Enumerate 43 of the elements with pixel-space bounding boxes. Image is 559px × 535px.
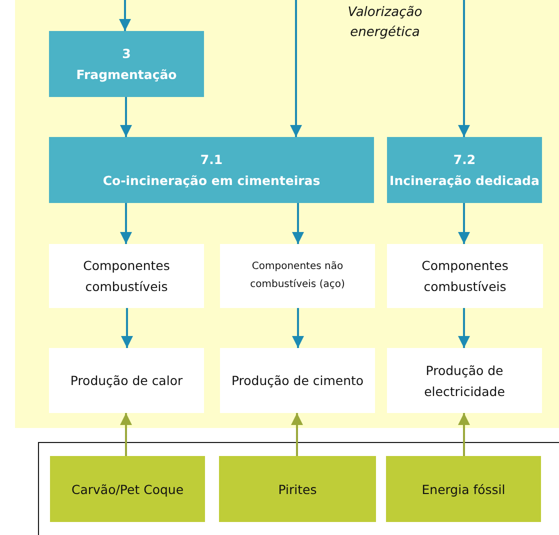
arrow (291, 413, 303, 456)
box-label: Componentes combustíveis (420, 257, 510, 296)
process-box (387, 137, 542, 203)
step-number: 7.1 (200, 151, 223, 169)
arrow (119, 0, 131, 31)
output-box (220, 244, 375, 308)
box-label: Incineração dedicada (390, 172, 540, 190)
input-frame (38, 442, 559, 535)
arrow (120, 203, 132, 244)
section-title: Valorização energética (346, 4, 424, 42)
box-label: Produção de electricidade (423, 362, 506, 400)
arrow (292, 203, 304, 244)
box-label: Produção de cimento (231, 372, 364, 390)
box-label: Carvão/Pet Coque (71, 480, 184, 499)
output-box (49, 244, 204, 308)
input-box (219, 456, 376, 522)
output-box (387, 244, 543, 308)
arrow (121, 308, 133, 348)
input-box (386, 456, 541, 522)
arrow (458, 308, 470, 348)
arrow (120, 413, 132, 456)
arrow (292, 308, 304, 348)
arrow (458, 413, 470, 456)
box-label: Pirites (278, 480, 317, 498)
product-box (220, 348, 375, 413)
product-box (49, 348, 204, 413)
arrow (458, 0, 470, 137)
box-label: Energia fóssil (422, 480, 506, 499)
step-number: 7.2 (453, 151, 476, 169)
step-number: 3 (122, 45, 131, 63)
process-box (49, 31, 204, 97)
arrow (120, 97, 132, 137)
arrow (290, 0, 302, 137)
box-label: Componentes combustíveis (82, 257, 171, 296)
box-label: Co-incineração em cimenteiras (102, 172, 320, 190)
box-label: Componentes não combustíveis (aço) (249, 260, 346, 292)
box-label: Fragmentação (76, 66, 177, 84)
process-box (49, 137, 374, 203)
input-box (50, 456, 205, 522)
product-box (387, 348, 542, 413)
box-label: Produção de calor (70, 372, 183, 390)
arrow (458, 203, 470, 244)
energy-recovery-band (15, 0, 559, 428)
